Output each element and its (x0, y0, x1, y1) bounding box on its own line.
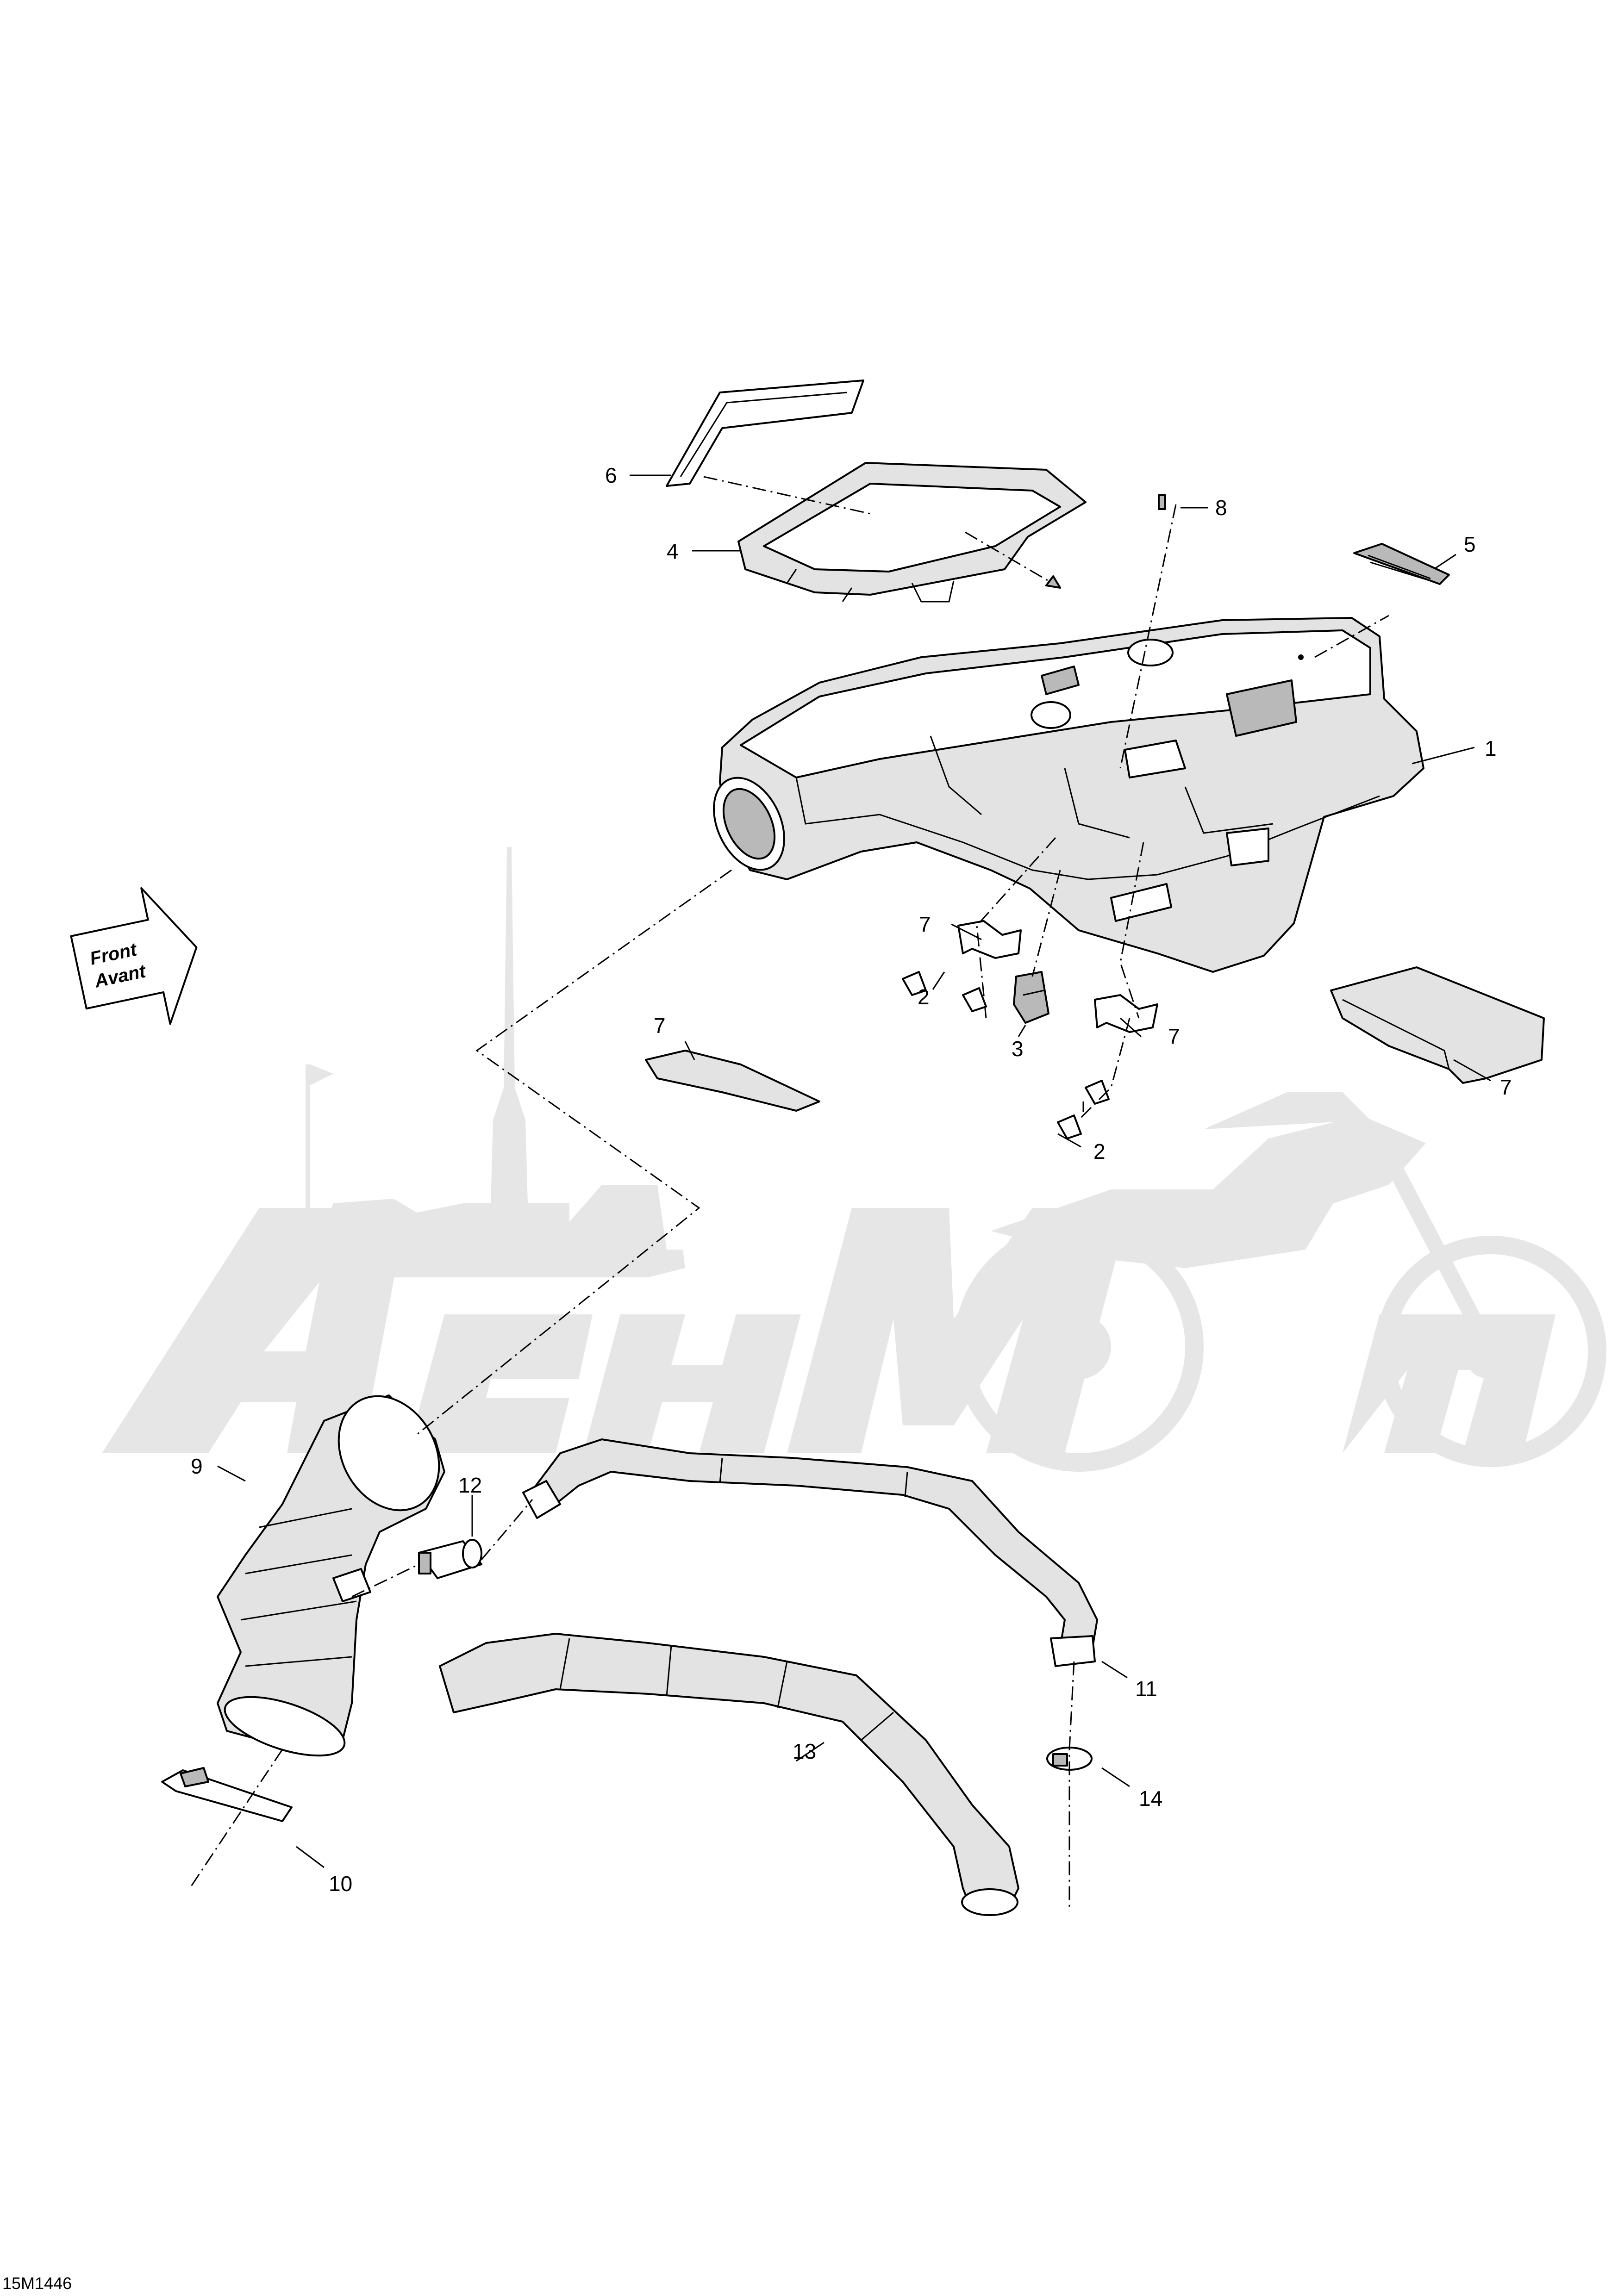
part-7-heat-shields (645, 920, 1545, 1112)
part-7a (957, 920, 1022, 959)
callout-7c: 7 (1168, 1024, 1180, 1048)
part-9-intake-elbow (217, 1394, 445, 1757)
callout-5: 5 (1464, 532, 1476, 556)
part-10-clamp (161, 1767, 293, 1822)
callout-labels: 1 2 2 3 4 5 6 7 7 7 7 8 9 10 11 12 13 14 (191, 463, 1512, 1896)
front-direction-arrow: Front Avant (70, 887, 198, 1025)
callout-8: 8 (1215, 496, 1227, 520)
callout-12: 12 (458, 1473, 482, 1497)
part-1-airbox (713, 617, 1424, 973)
callout-9: 9 (191, 1454, 203, 1478)
callout-1: 1 (1485, 736, 1497, 760)
part-7b (645, 1050, 820, 1112)
callout-2b: 2 (1093, 1139, 1106, 1164)
callout-7b: 7 (654, 1014, 666, 1038)
callout-7d: 7 (1500, 1075, 1512, 1099)
callout-2a: 2 (918, 985, 930, 1009)
callout-4: 4 (667, 539, 679, 563)
callout-7a: 7 (919, 912, 931, 936)
callout-3: 3 (1012, 1037, 1024, 1061)
part-7d (1330, 966, 1545, 1084)
part-2-clips (902, 971, 1110, 1139)
part-11-breather-hose (522, 1438, 1098, 1667)
part-3-grommet (1013, 971, 1049, 1024)
callout-6: 6 (605, 463, 617, 487)
callout-14: 14 (1139, 1786, 1162, 1811)
watermark-logo (102, 847, 1606, 1472)
part-4-cover (737, 462, 1087, 603)
callout-10: 10 (329, 1872, 352, 1896)
part-8-screw (1158, 494, 1166, 510)
assembly-lines (189, 476, 1389, 1911)
part-6-gasket (666, 380, 864, 487)
callout-13: 13 (793, 1739, 816, 1763)
drawing-code: 15M1446 (2, 2274, 72, 2293)
part-13-intake-hose (439, 1633, 1019, 1916)
part-7c (1094, 994, 1158, 1033)
part-5-label (1353, 543, 1450, 585)
callout-11: 11 (1135, 1677, 1157, 1701)
part-12-fitting (418, 1539, 482, 1579)
leader-lines (217, 474, 1491, 1868)
